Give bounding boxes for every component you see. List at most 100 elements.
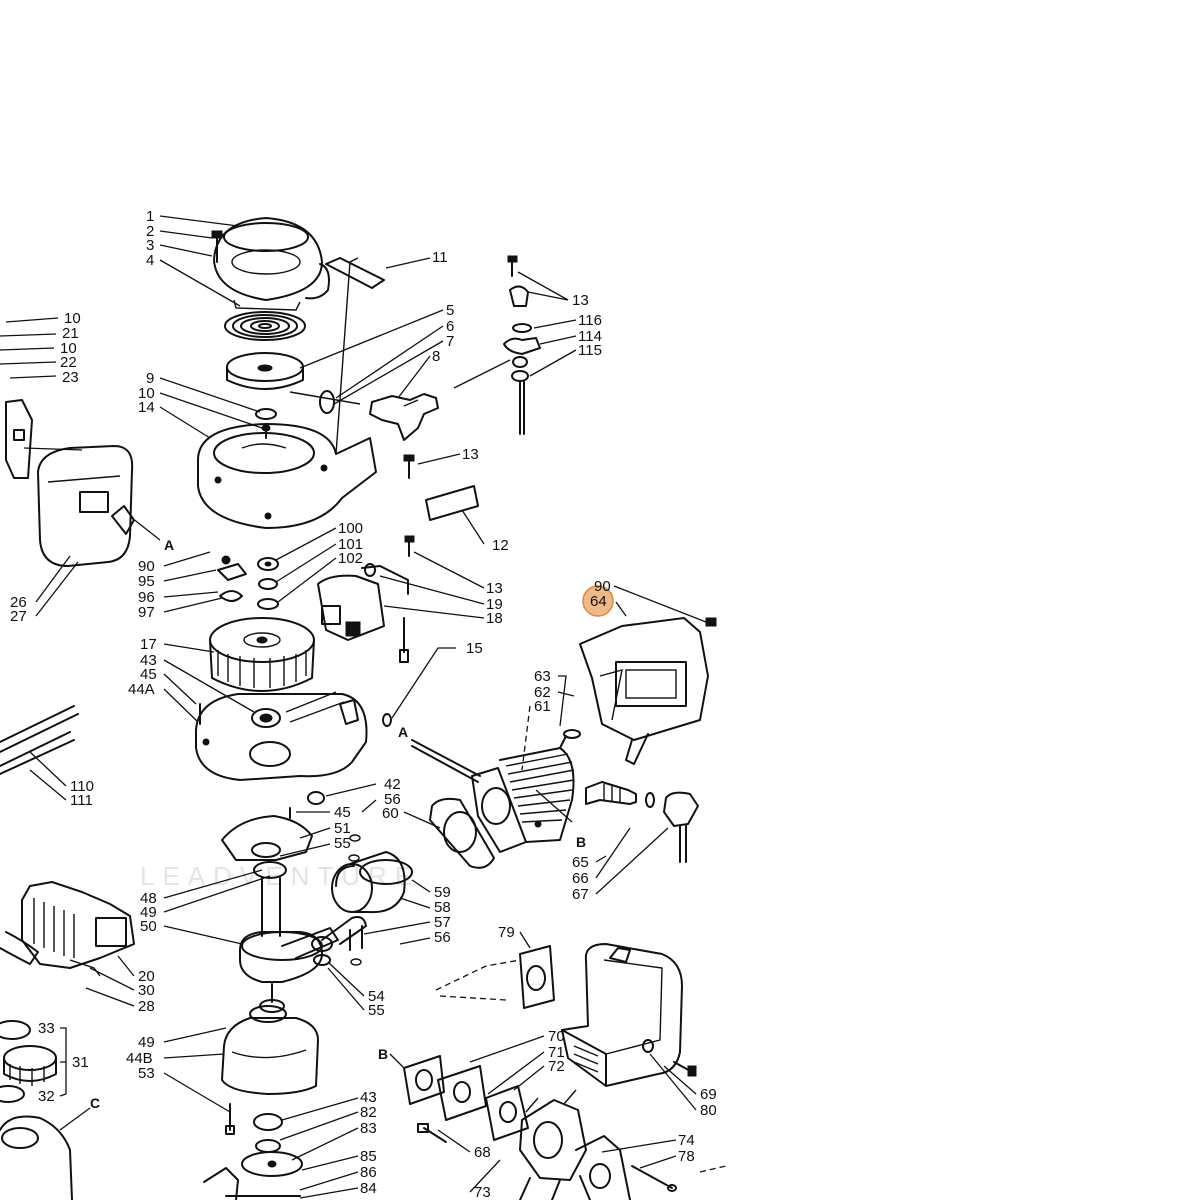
callout-label: 44B [126, 1050, 153, 1067]
callout-label: 17 [140, 636, 157, 653]
washers-100-102 [257, 557, 279, 610]
crankcase-cover-gasket [221, 815, 313, 879]
callout-label: 74 [678, 1132, 695, 1149]
callout-label: 53 [138, 1065, 155, 1082]
callout-label: 62 [534, 684, 551, 701]
callout-label: 31 [72, 1054, 89, 1071]
callout-label: 115 [578, 342, 602, 359]
callout-label: 21 [62, 325, 79, 342]
callout-label: 45 [140, 666, 157, 683]
callout-label: 8 [432, 348, 440, 365]
bracket-20 [0, 881, 135, 977]
callout-label: B [378, 1046, 388, 1062]
callout-label-highlighted[interactable]: 64 [590, 593, 607, 610]
callout-label: 65 [572, 854, 589, 871]
callout-label: A [398, 724, 408, 740]
callout-label: 56 [434, 929, 451, 946]
screw-13-coil [404, 535, 415, 557]
callout-label: 82 [360, 1104, 377, 1121]
leader-lines [0, 215, 727, 1199]
bolt-2 [211, 230, 223, 263]
decal-11 [325, 257, 385, 289]
callout-label: 10 [138, 385, 155, 402]
callout-label: 44A [128, 681, 155, 698]
callout-label: 71 [548, 1044, 565, 1061]
flywheel [209, 617, 315, 692]
callout-label: 22 [60, 354, 77, 371]
callout-label: 45 [334, 804, 351, 821]
callout-label: 48 [140, 890, 157, 907]
callout-label: 114 [578, 328, 602, 345]
callout-label: 102 [338, 550, 363, 567]
callout-label: 110 [70, 778, 94, 795]
callout-label: 78 [678, 1148, 695, 1165]
callout-label: 32 [38, 1088, 55, 1105]
callout-label: 49 [140, 904, 157, 921]
muffler-left [5, 399, 135, 567]
callout-label: 27 [10, 608, 27, 625]
callout-label: 13 [572, 292, 589, 309]
callout-label: 4 [146, 252, 154, 269]
callout-label: 50 [140, 918, 157, 935]
carburetor [519, 1089, 587, 1200]
callout-label: 67 [572, 886, 589, 903]
callout-label: 79 [498, 924, 515, 941]
insulator-79 [435, 945, 555, 1009]
gasket-b [403, 1055, 529, 1143]
callout-label: 95 [138, 573, 155, 590]
callout-label: 3 [146, 237, 154, 254]
callout-label: 96 [138, 589, 155, 606]
callout-label: 55 [334, 835, 351, 852]
callout-label: 100 [338, 520, 363, 537]
callout-label: 43 [360, 1089, 377, 1106]
callout-label: 51 [334, 820, 351, 837]
clutch-drum-82-86 [203, 1113, 303, 1200]
callout-label: 63 [534, 668, 551, 685]
callout-label: 23 [62, 369, 79, 386]
callout-label: 85 [360, 1148, 377, 1165]
callout-label: 19 [486, 596, 503, 613]
callout-label: 26 [10, 594, 27, 611]
callout-label: 72 [548, 1058, 565, 1075]
callout-label: 90 [594, 578, 611, 595]
screw-13-housing [403, 454, 415, 479]
callout-label: 7 [446, 333, 454, 350]
callout-label: 14 [138, 399, 155, 416]
pawl-set [217, 555, 247, 602]
callout-label: C [90, 1095, 100, 1111]
spark-plug-and-cap [585, 781, 699, 863]
callout-label: 1 [146, 208, 154, 225]
fuel-cap-31 [0, 1020, 57, 1103]
callout-label: 13 [486, 580, 503, 597]
callout-label: 56 [384, 791, 401, 808]
callout-label: 58 [434, 899, 451, 916]
callout-label: 18 [486, 610, 503, 627]
callout-label: 55 [368, 1002, 385, 1019]
callout-label: 86 [360, 1164, 377, 1181]
callout-label: 97 [138, 604, 155, 621]
callout-label: 5 [446, 302, 454, 319]
drive-shafts-110-111 [0, 705, 79, 775]
muffler-69 [561, 943, 697, 1087]
callout-label: 33 [38, 1020, 55, 1037]
callout-label: 15 [466, 640, 483, 657]
highlight-marker[interactable] [582, 585, 614, 617]
callout-label: 54 [368, 988, 385, 1005]
callout-labels: 1 2 3 4 11 5 6 7 8 9 10 14 13 116 114 11… [10, 208, 717, 1200]
starter-cap [213, 217, 330, 311]
callout-label: 57 [434, 914, 451, 931]
crankcase-lower [221, 1005, 319, 1135]
callout-label: 30 [138, 982, 155, 999]
callout-label: 61 [534, 698, 551, 715]
callout-label: 13 [462, 446, 479, 463]
callout-label: 59 [434, 884, 451, 901]
callout-label: 28 [138, 998, 155, 1015]
fuel-tank-c [0, 1115, 73, 1200]
callout-label: 9 [146, 370, 154, 387]
callout-label: B [576, 834, 586, 850]
callout-label: 6 [446, 318, 454, 335]
air-cleaner-74 [575, 1135, 677, 1200]
callout-label: 10 [60, 340, 77, 357]
callout-label: 60 [382, 805, 399, 822]
